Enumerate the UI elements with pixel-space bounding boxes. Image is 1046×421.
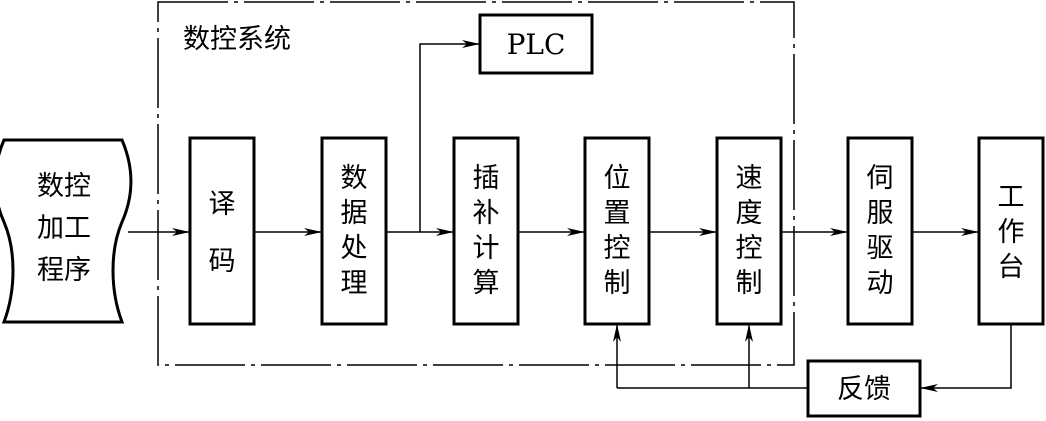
feedback-label: 反馈: [837, 374, 891, 405]
worktable-char-2: 作: [998, 217, 1025, 248]
servo-drive-char-1: 伺: [867, 163, 894, 194]
speed-control-char-1: 速: [736, 163, 763, 194]
nc-program-shape: [0, 138, 133, 324]
position-control-char-2: 置: [604, 198, 631, 229]
plc-block: [478, 13, 594, 75]
data-processing-block: [320, 136, 388, 326]
servo-drive-char-4: 动: [867, 268, 894, 299]
servo-drive-char-2: 服: [867, 198, 894, 229]
decode-char-2: 码: [209, 246, 236, 277]
arrow-branch-to-plc: [419, 40, 480, 232]
nc-program-line-1: 数控: [37, 171, 91, 202]
plc-label: PLC: [507, 28, 566, 61]
position-control-char-4: 制: [604, 268, 631, 299]
interpolation-block: [452, 136, 520, 326]
data-processing-char-2: 据: [341, 198, 368, 229]
interpolation-char-3: 计: [473, 233, 500, 264]
nc-system-label: 数控系统: [183, 24, 291, 55]
nc-system-boundary: [157, 1, 795, 366]
interpolation-char-4: 算: [473, 268, 500, 299]
data-processing-char-3: 处: [341, 233, 368, 264]
interpolation-char-1: 插: [473, 163, 500, 194]
speed-control-char-2: 度: [736, 198, 763, 229]
feedback-block: [806, 359, 922, 418]
decode-char-1: 译: [209, 189, 236, 220]
servo-drive-block: [846, 136, 914, 326]
interpolation-char-2: 补: [473, 198, 500, 229]
nc-program-line-2: 加工: [37, 213, 91, 244]
decode-block: [188, 136, 256, 326]
speed-control-block: [715, 136, 783, 326]
speed-control-char-4: 制: [736, 268, 763, 299]
servo-drive-char-3: 驱: [867, 233, 894, 264]
speed-control-char-3: 控: [736, 233, 763, 264]
worktable-char-3: 台: [998, 252, 1025, 283]
worktable-char-1: 工: [998, 182, 1025, 213]
position-control-char-3: 控: [604, 233, 631, 264]
data-processing-char-1: 数: [341, 163, 368, 194]
position-control-char-1: 位: [604, 163, 631, 194]
nc-program-line-3: 程序: [37, 255, 91, 286]
data-processing-char-4: 理: [341, 268, 368, 299]
arrow-worktable-to-feedback: [920, 324, 1012, 392]
